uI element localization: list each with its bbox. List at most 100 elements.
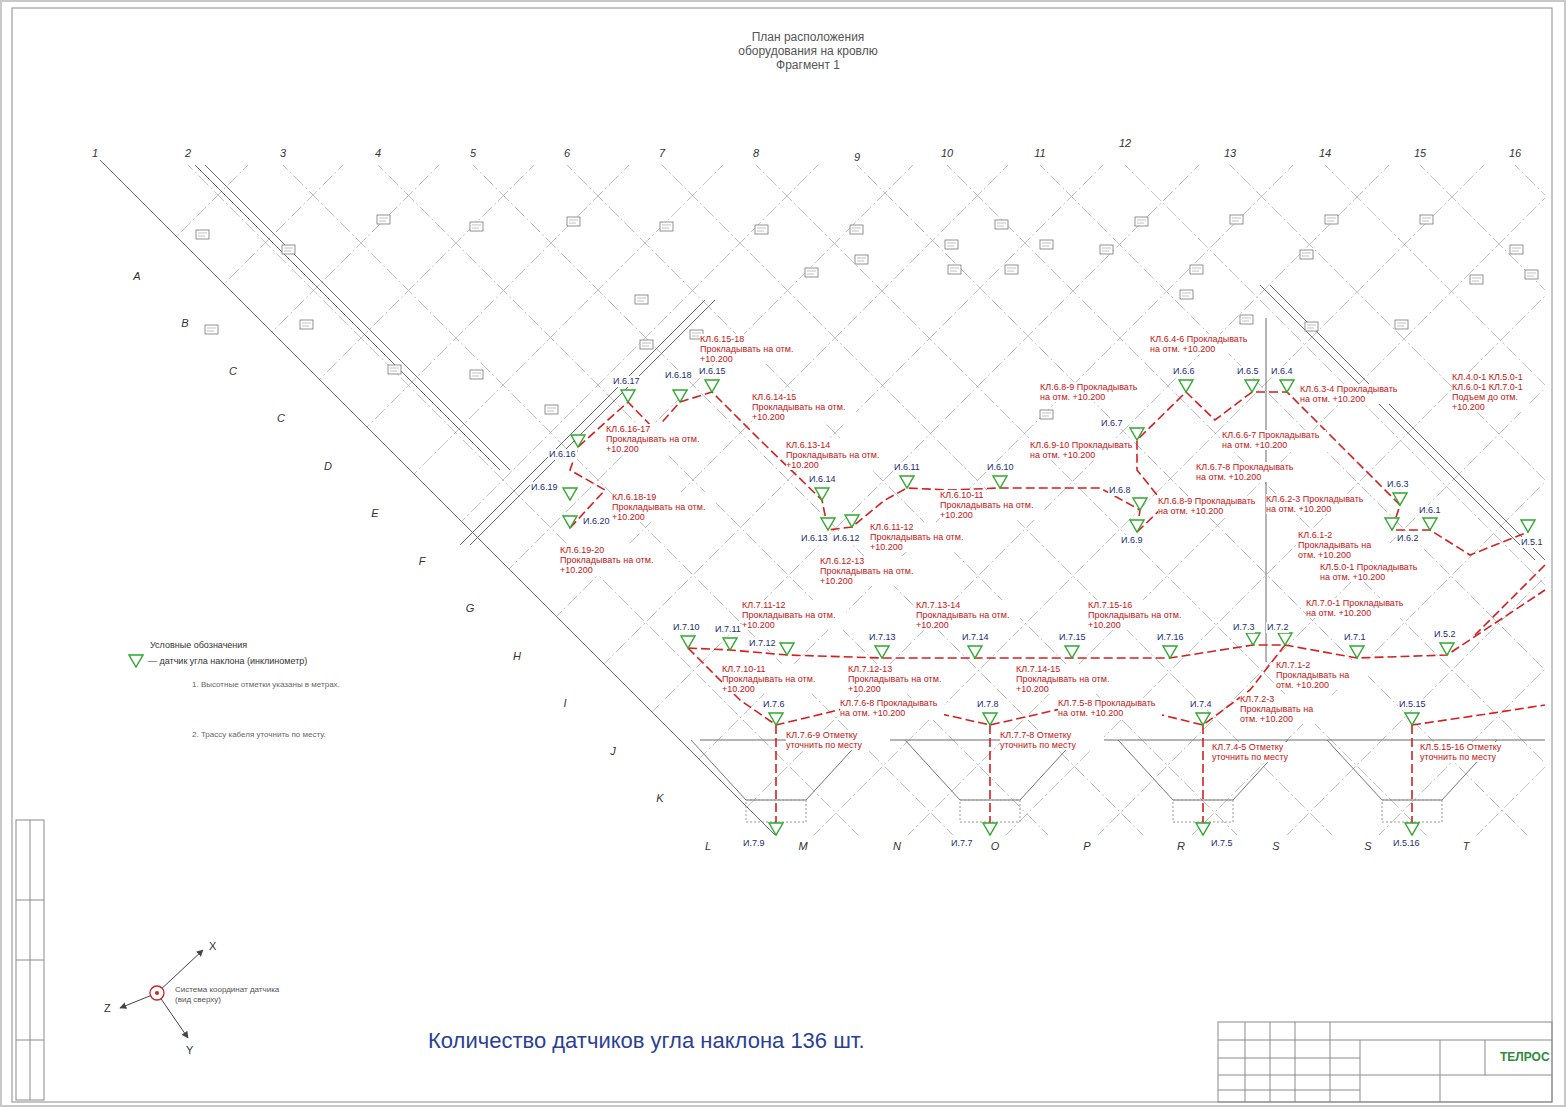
note-text: 1. Высотные отметки указаны в метрах. <box>192 680 362 690</box>
axis-letter: J <box>610 745 616 757</box>
equipment-box <box>196 230 209 239</box>
cable-note: КЛ.6.8-9 Прокладывать на отм. +10.200 <box>1040 382 1144 402</box>
grid-line <box>0 160 253 880</box>
cable-note: КЛ.7.10-11 Прокладывать на отм. +10.200 <box>722 664 826 694</box>
axis-name: X <box>209 940 216 952</box>
table-line <box>1360 1040 1361 1102</box>
cable-note: КЛ.6.2-3 Прокладывать на отм. +10.200 <box>1266 494 1370 514</box>
sheet-caption: Количество датчиков угла наклона 136 шт. <box>428 1028 865 1054</box>
equipment-mark <box>635 295 648 304</box>
equipment-text-line <box>547 411 554 412</box>
sensor-tag: И.6.6 <box>1172 366 1195 377</box>
equipment-text-line <box>642 346 649 347</box>
sensor-symbol <box>993 476 1007 488</box>
equipment-mark <box>388 365 401 374</box>
cable-note: КЛ.6.13-14 Прокладывать на отм. +10.200 <box>786 440 890 470</box>
grid-line <box>0 160 634 880</box>
axis-number: 11 <box>1034 147 1045 159</box>
cable-note: КЛ.6.15-18 Прокладывать на отм. +10.200 <box>700 334 804 364</box>
equipment-text-line <box>198 236 205 237</box>
equipment-text-line <box>1422 221 1429 222</box>
equipment-box <box>948 265 961 274</box>
sensor-symbol <box>1280 380 1294 392</box>
cable-note: КЛ.7.1-2 Прокладывать на отм. +10.200 <box>1276 660 1368 690</box>
axis-letter: K <box>656 792 663 804</box>
cable-note: КЛ.7.11-12 Прокладывать на отм. +10.200 <box>742 600 846 630</box>
equipment-text-line <box>302 326 309 327</box>
cable-note: КЛ.7.4-5 Отметку уточнить по месту <box>1212 742 1316 762</box>
grid-line <box>183 160 903 880</box>
grid-line <box>562 160 1282 880</box>
equipment-text-line <box>1232 221 1239 222</box>
axis-number: 9 <box>854 151 860 163</box>
equipment-text-line <box>947 246 954 247</box>
equipment-text-line <box>1302 253 1311 254</box>
sensor-symbol <box>1245 380 1259 392</box>
grid-line <box>1242 160 1566 880</box>
axis-number: 10 <box>941 147 953 159</box>
equipment-text-line <box>207 331 214 332</box>
sensor-symbol <box>681 636 695 648</box>
stamp-box <box>16 820 44 1100</box>
grid-line <box>751 160 1471 880</box>
sensor-tag: И.7.1 <box>1343 632 1366 643</box>
axis-letter: E <box>371 507 378 519</box>
equipment-text-line <box>1007 271 1014 272</box>
equipment-mark <box>1005 265 1018 274</box>
equipment-text-line <box>569 220 578 221</box>
axis-letter: L <box>705 840 711 852</box>
equipment-box <box>1305 322 1318 331</box>
title-block <box>1218 1022 1552 1102</box>
cable-note: КЛ.6.3-4 Прокладывать на отм. +10.200 <box>1300 384 1404 404</box>
sensor-symbol <box>845 515 859 527</box>
axis-letter: I <box>563 697 566 709</box>
axis-letter: A <box>133 270 140 282</box>
cable-note: КЛ.6.18-19 Прокладывать на отм. +10.200 <box>612 492 716 522</box>
equipment-text-line <box>379 221 386 222</box>
equipment-mark <box>282 245 295 254</box>
sensor-symbol <box>1130 520 1144 532</box>
sensor-symbol <box>1521 520 1535 532</box>
cable-note: КЛ.7.13-14 Прокладывать на отм. +10.200 <box>916 600 1020 630</box>
structure-lines <box>100 160 1545 835</box>
cable-route <box>1202 725 1204 835</box>
equipment-mark <box>567 217 580 226</box>
grid-line <box>1334 160 1566 880</box>
sensor-symbol <box>1350 646 1364 658</box>
equipment-box <box>1420 215 1433 224</box>
equipment-box <box>1100 245 1113 254</box>
equipment-text-line <box>807 274 814 275</box>
equipment-mark <box>1420 215 1433 224</box>
equipment-text-line <box>1472 278 1481 279</box>
sensor-symbol <box>129 655 143 667</box>
cable-note: КЛ.7.6-8 Прокладывать на отм. +10.200 <box>840 698 944 718</box>
grid-line <box>90 160 810 880</box>
sensor-tag: И.7.6 <box>762 699 785 710</box>
sensor-symbol <box>769 823 783 835</box>
grid-line <box>674 160 1394 880</box>
sensor-symbol <box>815 488 829 500</box>
cable-note: КЛ.6.8-9 Прокладывать на отм. +10.200 <box>1158 496 1262 516</box>
equipment-text-line <box>997 223 1006 224</box>
grid-line <box>1432 160 1566 880</box>
equipment-mark <box>196 230 209 239</box>
legend-text: — датчик угла наклона (инклинометр) <box>148 656 307 666</box>
equipment-box <box>640 340 653 349</box>
equipment-box <box>388 365 401 374</box>
equipment-mark <box>805 268 818 277</box>
cable-note: КЛ.6.16-17 Прокладывать на отм. +10.200 <box>606 424 710 454</box>
sensor-tag: И.6.11 <box>893 462 921 473</box>
equipment-box <box>805 268 818 277</box>
equipment-box <box>660 222 673 231</box>
equipment-text-line <box>1042 246 1049 247</box>
grid-line <box>1415 160 1566 880</box>
sensor-tag: И.6.2 <box>1396 533 1419 544</box>
equipment-text-line <box>284 248 293 249</box>
equipment-mark <box>470 370 483 379</box>
sensor-tag: И.6.10 <box>986 462 1015 473</box>
origin-circle <box>150 986 164 1000</box>
sensor-tag: И.6.18 <box>664 370 693 381</box>
equipment-text-line <box>1137 223 1144 224</box>
sensor-tag: И.6.3 <box>1386 479 1409 490</box>
equipment-mark <box>945 240 958 249</box>
